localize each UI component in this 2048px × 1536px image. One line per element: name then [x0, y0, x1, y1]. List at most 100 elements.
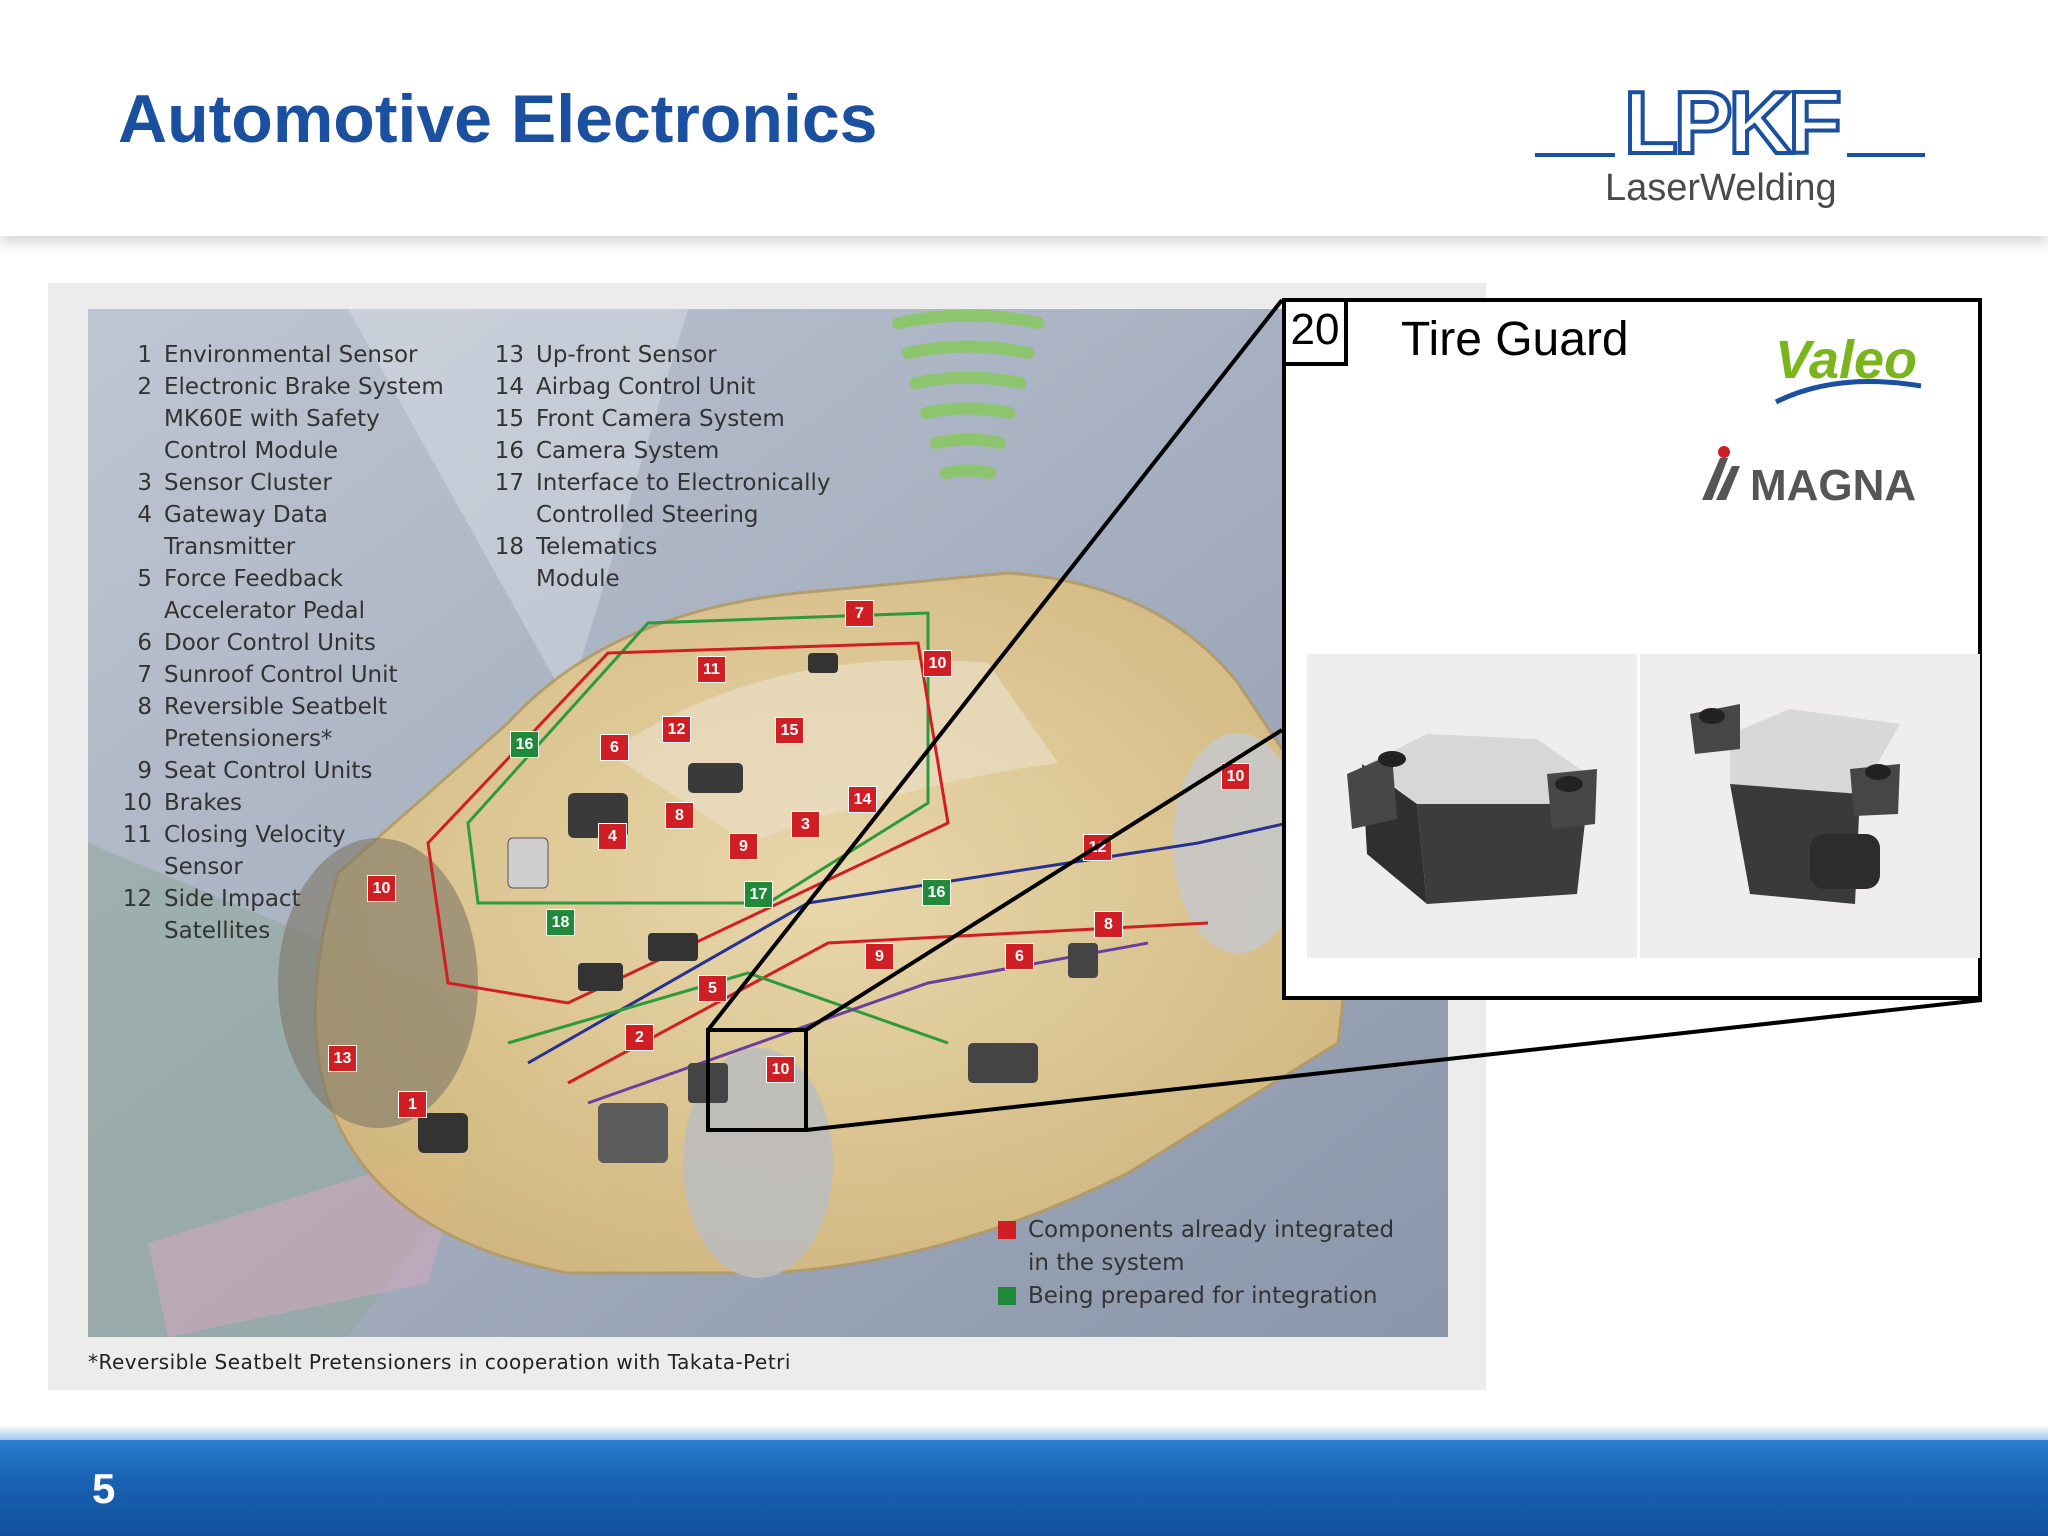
legend-item: 14 Airbag Control Unit	[492, 371, 832, 403]
key-integrated-label: Components already integrated in the sys…	[1028, 1217, 1395, 1276]
component-badge: 17	[744, 881, 773, 908]
component-badge: 9	[729, 833, 758, 860]
legend-item-number: 7	[137, 662, 152, 688]
legend-item-label: Camera System	[536, 438, 720, 464]
legend-item-label: Side Impact Satellites	[164, 886, 301, 944]
component-badge: 2	[625, 1024, 654, 1051]
component-badge: 12	[662, 716, 691, 743]
automotive-diagram: 1 Environmental Sensor 2 Electronic Brake S…	[48, 283, 1486, 1390]
legend-item-number: 10	[122, 790, 152, 816]
legend-item-number: 4	[137, 502, 152, 528]
component-badge: 18	[546, 909, 575, 936]
legend-item: 1 Environmental Sensor	[120, 339, 450, 371]
slide-title: Automotive Electronics	[118, 81, 878, 157]
component-badge: 3	[791, 811, 820, 838]
legend-item-number: 11	[122, 822, 152, 848]
legend-item-label: Interface to Electronically Controlled S…	[536, 470, 831, 528]
legend-item: 6 Door Control Units	[120, 627, 450, 659]
legend-item-label: Sunroof Control Unit	[164, 662, 398, 688]
legend-item-label: Environmental Sensor	[164, 342, 418, 368]
legend-item-label: Front Camera System	[536, 406, 785, 432]
component-badge: 8	[1094, 911, 1123, 938]
legend-item-number: 15	[494, 406, 524, 432]
legend-item-number: 8	[137, 694, 152, 720]
component-badge: 4	[598, 823, 627, 850]
component-badge: 14	[848, 786, 877, 813]
component-badge: 10	[766, 1056, 795, 1083]
legend-item: 8 Reversible Seatbelt Pretensioners*	[120, 691, 450, 755]
legend-item: 5 Force Feedback Accelerator Pedal	[120, 563, 450, 627]
legend-item-label: Door Control Units	[164, 630, 376, 656]
legend-item-number: 9	[137, 758, 152, 784]
legend-item: 4 Gateway Data Transmitter	[120, 499, 450, 563]
magna-logo-text: MAGNA	[1750, 461, 1916, 510]
legend-item: 18 Telematics Module	[492, 531, 832, 595]
lpkf-logo-text: LPKF	[1624, 73, 1839, 172]
valeo-logo-text: Valeo	[1775, 330, 1917, 390]
red-swatch	[998, 1221, 1016, 1239]
legend-item-number: 13	[494, 342, 524, 368]
legend-item-label: Reversible Seatbelt Pretensioners*	[164, 694, 388, 752]
legend-item: 12 Side Impact Satellites	[120, 883, 450, 947]
legend-item: 13 Up-front Sensor	[492, 339, 832, 371]
legend-item-number: 5	[137, 566, 152, 592]
legend-item-number: 1	[137, 342, 152, 368]
tire-guard-photo-side	[1640, 654, 1980, 958]
component-legend-right: 13 Up-front Sensor 14 Airbag Control Unit 15…	[492, 339, 832, 595]
component-badge: 15	[775, 717, 804, 744]
magna-logo: MAGNA	[1702, 446, 1916, 510]
component-badge: 10	[367, 875, 396, 902]
component-badge: 9	[865, 943, 894, 970]
slide-header: Automotive Electronics LPKF LaserWelding	[0, 0, 2048, 236]
component-badge: 6	[1005, 943, 1034, 970]
legend-item-number: 14	[494, 374, 524, 400]
legend-item-label: Airbag Control Unit	[536, 374, 756, 400]
color-key: Components already integrated in the sys…	[998, 1214, 1394, 1313]
key-prepared: Being prepared for integration	[998, 1280, 1394, 1313]
legend-item-number: 3	[137, 470, 152, 496]
legend-item-label: Electronic Brake System MK60E with Safet…	[164, 374, 444, 464]
key-prepared-label: Being prepared for integration	[1028, 1283, 1378, 1309]
legend-item-number: 18	[494, 534, 524, 560]
callout-number: 20	[1286, 302, 1348, 366]
component-badge: 12	[1083, 834, 1112, 861]
legend-item-number: 2	[137, 374, 152, 400]
legend-item-label: Closing Velocity Sensor	[164, 822, 346, 880]
key-integrated: Components already integrated in the sys…	[998, 1214, 1394, 1280]
component-badge: 6	[600, 734, 629, 761]
figure-footnote: *Reversible Seatbelt Pretensioners in co…	[88, 1350, 791, 1374]
valeo-logo: Valeo	[1774, 330, 1922, 405]
green-swatch	[998, 1287, 1016, 1305]
logo-subtitle: LaserWelding	[1605, 167, 1837, 209]
callout-title: Tire Guard	[1401, 313, 1629, 366]
legend-item-label: Telematics Module	[536, 534, 658, 592]
component-badge: 16	[510, 731, 539, 758]
legend-item: 16 Camera System	[492, 435, 832, 467]
legend-item: 10 Brakes	[120, 787, 450, 819]
tire-guard-callout: 20 Tire Guard Valeo MAGNA	[1282, 298, 1982, 1000]
footer-fade	[0, 1425, 2048, 1441]
component-badge: 13	[328, 1045, 357, 1072]
legend-item-label: Brakes	[164, 790, 242, 816]
legend-item-label: Seat Control Units	[164, 758, 373, 784]
slide-footer	[0, 1440, 2048, 1536]
legend-item-label: Up-front Sensor	[536, 342, 717, 368]
legend-item-number: 6	[137, 630, 152, 656]
legend-item: 15 Front Camera System	[492, 403, 832, 435]
legend-item: 2 Electronic Brake System MK60E with Safe…	[120, 371, 450, 467]
legend-item-label: Force Feedback Accelerator Pedal	[164, 566, 366, 624]
lpkf-logo: LPKF	[1535, 71, 1925, 174]
page-number: 5	[92, 1465, 116, 1512]
legend-item-label: Gateway Data Transmitter	[164, 502, 328, 560]
component-badge: 16	[922, 879, 951, 906]
legend-item: 11 Closing Velocity Sensor	[120, 819, 450, 883]
component-badge: 10	[1221, 763, 1250, 790]
legend-item-label: Sensor Cluster	[164, 470, 332, 496]
legend-item: 9 Seat Control Units	[120, 755, 450, 787]
legend-item-number: 12	[122, 886, 152, 912]
legend-item-number: 16	[494, 438, 524, 464]
legend-item: 7 Sunroof Control Unit	[120, 659, 450, 691]
legend-item: 3 Sensor Cluster	[120, 467, 450, 499]
component-badge: 1	[398, 1091, 427, 1118]
